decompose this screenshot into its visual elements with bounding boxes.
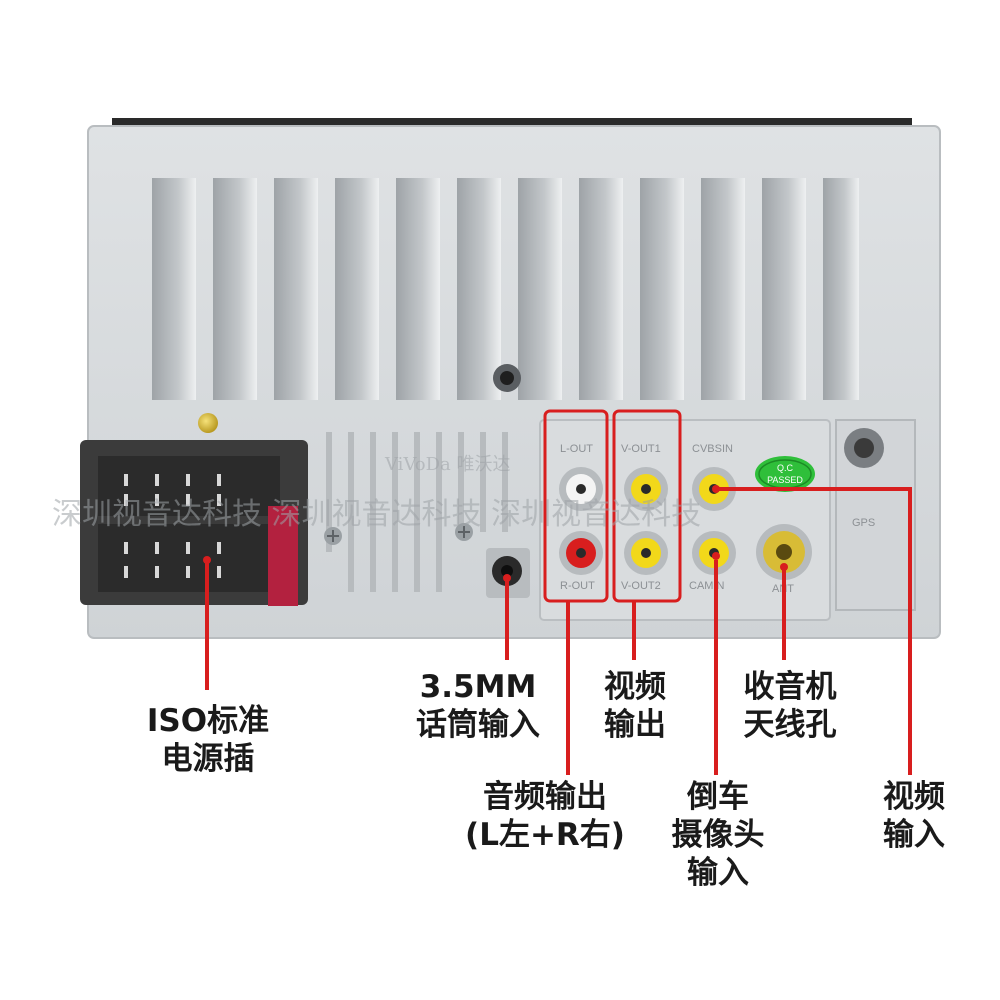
vent-slots: [326, 432, 508, 592]
label-video-out-line1: 视频: [604, 669, 666, 705]
audio-out-highlight: [543, 409, 609, 603]
antenna-jack: [756, 524, 812, 580]
iso-release-tab: [268, 506, 298, 606]
heatsink-fins: [152, 178, 859, 400]
label-video-output: 视频 输出: [590, 668, 680, 744]
label-video-out-line2: 输出: [604, 707, 666, 743]
label-audio-output: 音频输出 (L左+R右): [455, 778, 635, 854]
label-camera-line2: 摄像头: [671, 817, 765, 853]
port-label-camin: CAMIN: [689, 580, 725, 592]
iso-power-connector: [80, 440, 308, 606]
label-mic-input: 3.5MM 话筒输入: [403, 668, 553, 744]
label-video-in-line1: 视频: [883, 779, 945, 815]
label-video-input: 视频 输入: [866, 778, 962, 854]
watermark-text: 深圳视音达科技 深圳视音达科技 深圳视音达科技: [52, 497, 701, 532]
label-iso-line1: ISO标准: [146, 703, 270, 739]
qc-top-text: Q.C: [777, 463, 794, 473]
rca-r-out-jack: [559, 531, 603, 575]
gps-block: [835, 419, 916, 611]
port-label-v-out2: V-OUT2: [621, 580, 661, 592]
callout-lines: [205, 487, 912, 775]
rca-v-out1-jack: [624, 467, 668, 511]
label-camera-line1: 倒车: [687, 779, 749, 815]
label-radio-antenna: 收音机 天线孔: [730, 668, 850, 744]
label-camera-line3: 输入: [687, 855, 749, 891]
label-audio-line2: (L左+R右): [465, 817, 625, 853]
label-camera-input: 倒车 摄像头 输入: [658, 778, 778, 892]
label-video-in-line2: 输入: [883, 817, 945, 853]
label-mic-line2: 话筒输入: [416, 707, 540, 743]
label-iso-power: ISO标准 电源插: [138, 702, 278, 778]
mic-jack: [486, 548, 530, 598]
label-mic-line1: 3.5MM: [419, 669, 537, 705]
port-label-v-out1: V-OUT1: [621, 443, 661, 455]
port-label-cvbsin: CVBSIN: [692, 443, 733, 455]
ground-screw: [198, 413, 218, 433]
qc-bottom-text: PASSED: [767, 475, 803, 485]
watermark-brand: ViVoDa 唯沃达: [384, 454, 511, 475]
top-edge: [112, 118, 912, 128]
rca-v-out2-jack: [624, 531, 668, 575]
port-label-gps: GPS: [852, 517, 875, 529]
label-audio-line1: 音频输出: [483, 779, 607, 815]
label-iso-line2: 电源插: [161, 741, 255, 777]
port-label-r-out: R-OUT: [560, 580, 595, 592]
video-out-highlight: [612, 409, 682, 603]
port-label-l-out: L-OUT: [560, 443, 593, 455]
label-radio-line2: 天线孔: [743, 707, 837, 743]
rca-l-out-jack: [559, 467, 603, 511]
qc-sticker: [755, 456, 815, 492]
label-radio-line1: 收音机: [743, 669, 837, 705]
